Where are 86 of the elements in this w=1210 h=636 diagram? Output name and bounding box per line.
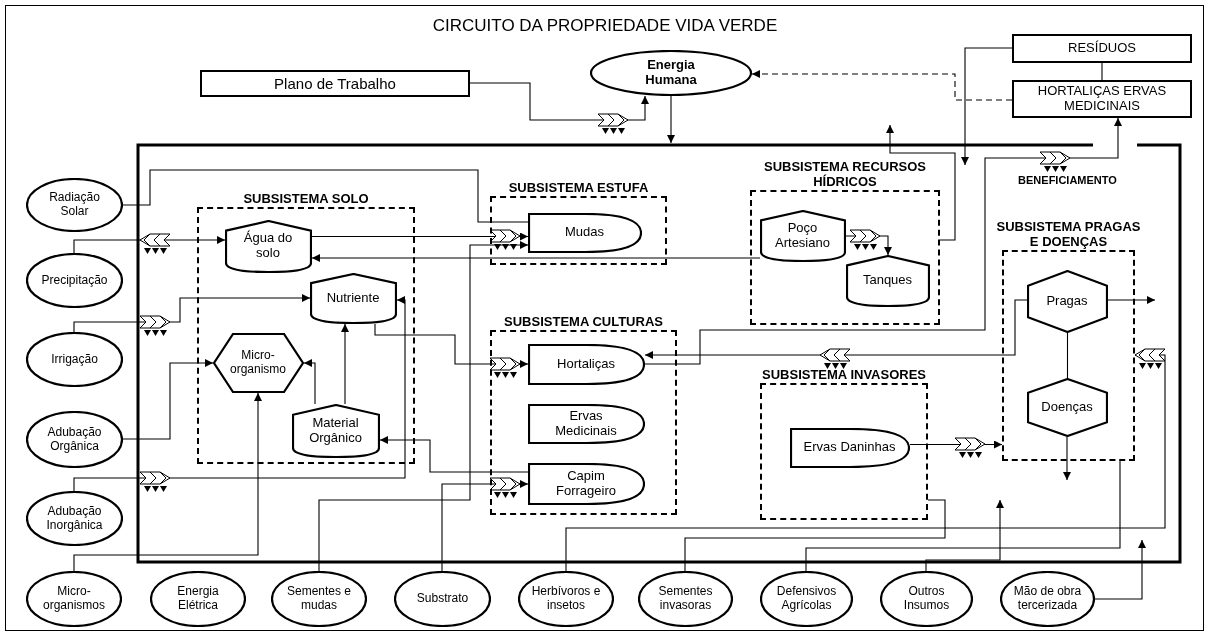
producer-shape	[527, 212, 642, 253]
connector-line	[684, 499, 946, 572]
storage-tank	[291, 403, 380, 458]
arrow	[441, 480, 529, 572]
node-label: Substrato	[416, 592, 469, 606]
node-label: Tanques	[862, 273, 913, 288]
node-label: Outros Insumos	[902, 585, 951, 613]
node-label: Sementes e mudas	[285, 585, 352, 613]
arrow	[925, 499, 1004, 572]
node-label: Poço Artesiano	[774, 220, 831, 251]
node-label: RESÍDUOS	[1068, 41, 1136, 56]
node-label: Material Orgânico	[308, 415, 363, 446]
arrow	[565, 351, 1166, 572]
node-label: Precipitação	[41, 273, 108, 288]
node-label: Hortaliças	[557, 356, 615, 372]
consumer-hexagon	[1026, 269, 1108, 333]
node-label: Ervas Medicinais	[554, 408, 618, 439]
producer-shape	[527, 343, 645, 385]
node-label: Água do solo	[242, 231, 294, 261]
arrow	[644, 299, 1028, 359]
arrow	[122, 359, 214, 440]
arrow	[469, 82, 649, 121]
diagram-title: CIRCUITO DA PROPRIEDADE VIDA VERDE	[431, 16, 779, 36]
subsystem-heading: SUBSISTEMA SOLO	[242, 191, 370, 207]
arrow	[644, 117, 1122, 365]
subsystem-heading: SUBSISTEMA CULTURAS	[503, 314, 664, 330]
consumer-hexagon	[212, 332, 304, 393]
subsystem-heading: SUBSISTEMA ESTUFA	[507, 180, 650, 196]
arrow	[1107, 296, 1156, 304]
storage-tank	[309, 272, 397, 324]
subsystem-heading: SUBSISTEMA INVASORES	[761, 367, 927, 383]
node-label: Plano de Trabalho	[274, 74, 396, 93]
node-label: Energia Humana	[644, 58, 698, 88]
producer-shape	[789, 427, 910, 468]
node-label: HORTALIÇAS ERVAS MEDICINAIS	[1036, 84, 1168, 114]
subsystem-heading: SUBSISTEMA PRAGAS E DOENÇAS	[995, 218, 1142, 250]
storage-tank	[759, 209, 846, 262]
arrow	[341, 323, 349, 405]
node-label: Adubação Inorgânica	[45, 504, 104, 533]
node-label: Sementes invasoras	[657, 585, 714, 613]
process-box	[200, 70, 470, 97]
node-label: Adubação Orgânica	[46, 425, 103, 454]
node-label: Capim Forrageiro	[555, 468, 617, 499]
arrow	[751, 70, 1013, 101]
arrow	[73, 236, 226, 254]
consumer-hexagon	[1026, 377, 1108, 437]
arrow	[1094, 539, 1146, 600]
producer-shape	[527, 403, 645, 444]
node-label: Defensivos Agrícolas	[775, 585, 838, 613]
node-label: Micro-organismo	[229, 348, 287, 377]
node-label: Irrigação	[51, 352, 98, 367]
node-label: Herbívoros e insetos	[530, 585, 602, 613]
arrow	[318, 241, 529, 572]
connector-line	[1101, 62, 1103, 81]
node-label: Radiação Solar	[48, 191, 101, 219]
connector-line	[1066, 332, 1069, 379]
arrow	[73, 392, 262, 572]
node-label: Mudas	[565, 225, 604, 240]
arrow	[73, 294, 311, 333]
arrow	[379, 436, 529, 473]
storage-tank	[845, 254, 930, 307]
process-box	[1012, 80, 1192, 118]
arrow	[303, 359, 316, 405]
subsystem-heading: SUBSISTEMA RECURSOS HÍDRICOS	[762, 158, 927, 190]
arrow	[667, 95, 675, 144]
arrow	[909, 440, 1003, 449]
node-label: Doenças	[1041, 399, 1093, 415]
node-label: Pragas	[1046, 293, 1088, 309]
arrow	[311, 232, 529, 241]
annotation-label: BENEFICIAMENTO	[1017, 174, 1118, 186]
producer-shape	[527, 462, 645, 505]
node-label: Nutriente	[326, 290, 380, 306]
node-label: Ervas Daninhas	[803, 440, 896, 455]
node-label: Mão de obra tercerizada	[1012, 585, 1083, 613]
connector-line	[122, 169, 529, 223]
arrow	[374, 323, 529, 368]
connector-line	[805, 460, 1121, 572]
arrow	[1063, 436, 1071, 481]
node-label: Micro-organismos	[42, 585, 106, 613]
arrow	[961, 47, 1013, 166]
node-label: Energia Elétrica	[176, 585, 220, 613]
arrow	[886, 124, 956, 241]
arrow	[311, 254, 761, 262]
storage-tank	[224, 219, 312, 273]
arrow	[73, 296, 406, 492]
process-box	[1012, 34, 1192, 63]
